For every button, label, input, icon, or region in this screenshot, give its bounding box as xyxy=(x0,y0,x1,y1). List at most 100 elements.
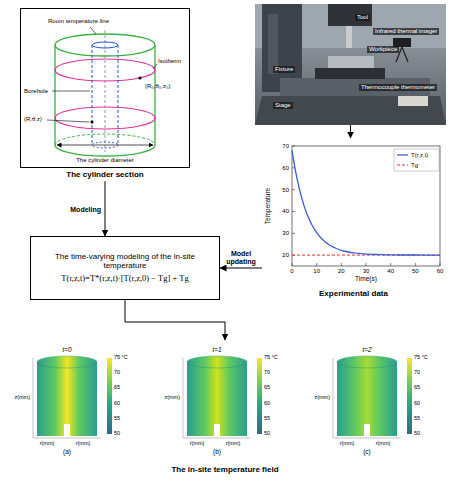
callout-label: Borehole xyxy=(24,88,48,94)
tick-label: 40 xyxy=(282,208,289,214)
axis-line xyxy=(33,358,34,438)
plot-label: r(mm) xyxy=(40,441,55,447)
tick-label: 40 xyxy=(387,268,394,274)
cylinder-drawing xyxy=(92,42,118,48)
axis-line xyxy=(183,438,251,439)
axis-line xyxy=(333,358,334,438)
tick-label: 50 xyxy=(282,187,289,193)
plot-label: 65 xyxy=(414,386,420,392)
field-top xyxy=(337,356,397,368)
axis-tick xyxy=(440,263,441,266)
machine-photo xyxy=(255,4,446,125)
field-plot xyxy=(33,356,112,438)
plot-label: r(mm) xyxy=(190,441,205,447)
axis-title: Temperature xyxy=(265,188,272,225)
plot-label: 50 xyxy=(414,431,420,437)
axis-tick xyxy=(415,263,416,266)
cylinder-drawing xyxy=(47,27,157,156)
callout-label: Room temperature line xyxy=(48,18,109,24)
borehole xyxy=(364,424,370,436)
cylinder-drawing xyxy=(138,76,141,79)
field-panel: The in-site temperature field xyxy=(5,340,445,476)
plot-label: (a) xyxy=(63,449,71,456)
borehole xyxy=(214,424,220,436)
field-plot xyxy=(333,356,412,438)
axis-tick xyxy=(292,189,295,190)
axis-tick xyxy=(316,263,317,266)
plot-label: 75 °C xyxy=(264,355,278,361)
plot-label: 55 xyxy=(114,416,120,422)
machine-photo xyxy=(255,96,446,125)
field-plot xyxy=(183,356,262,438)
legend-swatch xyxy=(397,154,408,155)
colorbar xyxy=(257,358,262,434)
plot-label: r(mm) xyxy=(340,441,355,447)
cylinder-drawing xyxy=(55,34,155,56)
dimension-label: The cylinder diameter xyxy=(76,157,134,163)
legend-text: Tg xyxy=(411,162,418,168)
plot-label: t=0 xyxy=(62,347,71,354)
cylinder-drawing xyxy=(54,45,55,145)
plot-label: 75 °C xyxy=(114,355,128,361)
borehole xyxy=(64,424,70,436)
edge-label: Modeling xyxy=(70,205,101,212)
cylinder-drawing xyxy=(55,107,155,129)
model-box: The time-varying modeling of the in-site… xyxy=(30,236,220,300)
cylinder-drawing xyxy=(153,64,157,69)
plot-label: 75 °C xyxy=(414,355,428,361)
cylinder-drawing xyxy=(55,59,155,81)
tick-label: 0 xyxy=(290,268,293,274)
axis-tick xyxy=(341,263,342,266)
axis-tick xyxy=(366,263,367,266)
part-label: Workpiece xyxy=(367,46,399,53)
edge-label: Model updating xyxy=(222,250,260,265)
plot-frame xyxy=(292,146,440,266)
colorbar xyxy=(107,358,112,434)
machine-photo xyxy=(255,4,446,125)
plot-label: z(mm) xyxy=(164,395,180,401)
formula: T(r,z,t)=T*(r,z,t)·[T(r,z,0) − Tg] + Tg xyxy=(61,274,188,284)
plot-label: 60 xyxy=(414,401,420,407)
plot-label: (b) xyxy=(213,449,221,456)
cylinder-drawing xyxy=(55,145,155,156)
point-label: (R₀,θ₀,z₀) xyxy=(145,83,170,89)
point-label: (R,θ,z) xyxy=(24,116,42,122)
field-surface xyxy=(187,362,247,436)
axis-line xyxy=(33,438,101,439)
machine-photo xyxy=(402,47,408,62)
axis-tick xyxy=(292,211,295,212)
plot-label: (c) xyxy=(363,449,371,456)
photo-panel: ToolInfrared thermal imagerWorkpieceFixt… xyxy=(255,4,446,125)
machine-photo xyxy=(315,68,385,79)
panel-caption: Experimental data xyxy=(262,289,445,298)
plot-label: t=1 xyxy=(212,347,221,354)
machine-photo xyxy=(268,14,278,74)
part-label: Thermocouple thermometer xyxy=(359,84,437,91)
tick-label: 10 xyxy=(313,268,320,274)
part-label: Fixture xyxy=(273,66,295,73)
part-label: Infrared thermal imager xyxy=(373,28,439,35)
panel-caption: The in-site temperature field xyxy=(5,465,445,474)
axis-title: Time(s) xyxy=(355,276,377,283)
field-surface xyxy=(37,362,97,436)
plot-label: 70 xyxy=(264,370,270,376)
part-label: Stage xyxy=(273,102,293,109)
plot-label: 60 xyxy=(264,401,270,407)
legend-box xyxy=(394,149,439,171)
axis-line xyxy=(183,358,184,438)
plot-label: r(mm) xyxy=(376,441,391,447)
cylinder-drawing xyxy=(92,45,93,145)
plot-label: 60 xyxy=(114,401,120,407)
panel-heading: The cylinder section xyxy=(21,170,189,179)
plot-label: r(mm) xyxy=(76,441,91,447)
box-heading: The time-varying modeling of the in-site… xyxy=(39,252,211,270)
field-top xyxy=(37,356,97,368)
tick-label: 50 xyxy=(412,268,419,274)
axis-tick xyxy=(292,146,295,147)
part-label: Tool xyxy=(355,14,370,21)
axis-tick xyxy=(292,263,293,266)
cylinder-drawing xyxy=(57,145,153,146)
temperature-curve xyxy=(292,150,440,255)
tick-label: 60 xyxy=(437,268,444,274)
cylinder-drawing xyxy=(47,120,89,122)
